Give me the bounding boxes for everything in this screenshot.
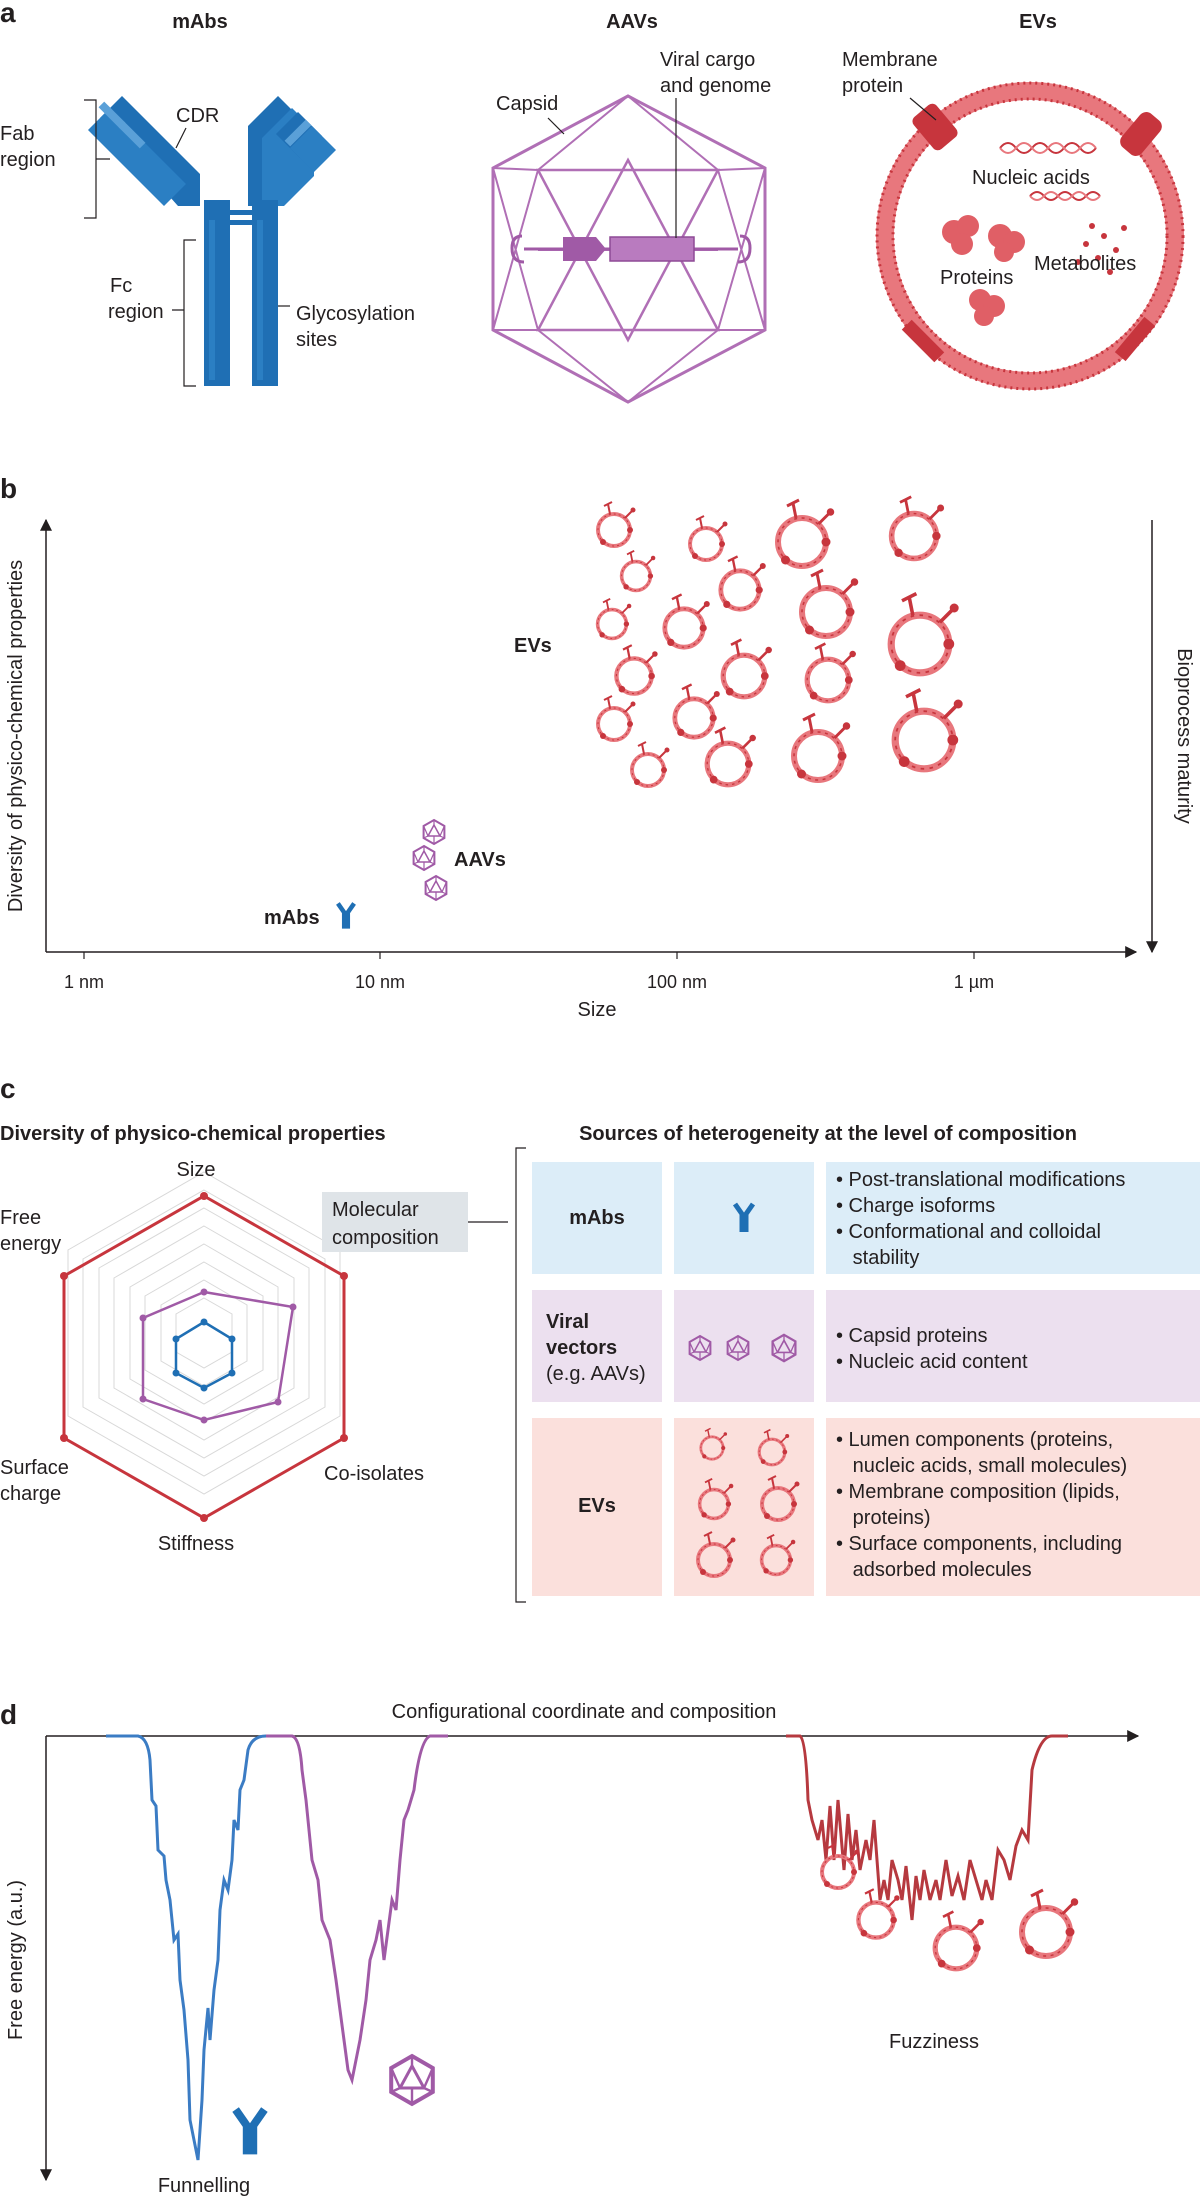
c-bracket: [515, 1147, 526, 1603]
b-tick-1um: 1 µm: [954, 972, 994, 992]
nucleic-acids-label: Nucleic acids: [972, 167, 1090, 189]
c-axis-surface-1: Surface: [0, 1457, 69, 1479]
panel-b: b 1 nm 10 nm 100 nm 1 µm Size Diversity …: [0, 473, 1195, 1021]
b-tick-1nm: 1 nm: [64, 972, 104, 992]
membrane-pointer: [909, 97, 937, 121]
b-tick-100nm: 100 nm: [647, 972, 707, 992]
d-ev-icon-4: [1022, 1890, 1078, 1956]
cdr-label: CDR: [176, 105, 219, 127]
c-row-viral-name-3: (e.g. AAVs): [546, 1363, 646, 1385]
c-row-evs-item-2: nucleic acids, small molecules): [836, 1455, 1127, 1477]
b-label-mabs: mAbs: [264, 907, 320, 929]
c-row-evs-item-5: • Surface components, including: [836, 1533, 1122, 1555]
panel-letter-c: c: [0, 1073, 16, 1104]
c-radar-chart: [60, 1171, 348, 1522]
c-row-evs-item-3: • Membrane composition (lipids,: [836, 1481, 1120, 1503]
c-row-viral-item-1: • Capsid proteins: [836, 1325, 988, 1347]
mabs-title: mAbs: [172, 11, 228, 33]
d-funnelling-label: Funnelling: [158, 2175, 250, 2197]
d-funnel-evs: [786, 1734, 1068, 1921]
glyco-label-2: sites: [296, 329, 337, 351]
d-x-label: Configurational coordinate and compositi…: [392, 1701, 777, 1723]
fc-label-1: Fc: [110, 275, 132, 297]
c-radar-title: Diversity of physico-chemical properties: [0, 1123, 386, 1145]
c-axis-free-2: energy: [0, 1233, 61, 1255]
panel-letter-a: a: [0, 0, 16, 28]
d-funnel-mabs: [106, 1734, 290, 2161]
viral-genome: [510, 234, 752, 264]
c-row-viral-name-1: Viral: [546, 1311, 589, 1333]
panel-a: a mAbs Fab region CDR: [0, 0, 1185, 404]
b-label-aavs: AAVs: [454, 849, 506, 871]
fc-label-2: region: [108, 301, 164, 323]
cargo-label-1: Viral cargo: [660, 49, 755, 71]
d-ev-icon-3: [935, 1912, 984, 1969]
c-row-mabs-name: mAbs: [569, 1207, 625, 1229]
b-right-label: Bioprocess maturity: [1173, 648, 1195, 824]
c-row-viral-item-2: • Nucleic acid content: [836, 1351, 1028, 1373]
c-molecular-1: Molecular: [332, 1199, 419, 1221]
panel-c: c Diversity of physico-chemical properti…: [0, 1073, 1200, 1603]
c-row-evs-item-6: adsorbed molecules: [836, 1559, 1032, 1581]
c-radar-aavs: [141, 1290, 295, 1422]
d-y-label: Free energy (a.u.): [5, 1880, 27, 2040]
c-axis-free-1: Free: [0, 1207, 41, 1229]
d-mab-icon: [236, 2110, 265, 2155]
panel-letter-b: b: [0, 473, 17, 504]
membrane-label-1: Membrane: [842, 49, 938, 71]
b-y-label: Diversity of physico-chemical properties: [5, 560, 27, 912]
c-axis-size: Size: [177, 1159, 216, 1181]
b-aav-cluster: [412, 819, 448, 901]
c-axis-stiffness: Stiffness: [158, 1533, 234, 1555]
antibody-illustration: [88, 96, 336, 386]
c-row-viral: Viral vectors (e.g. AAVs) • Capsid prote…: [532, 1290, 1200, 1402]
c-axis-surface-2: charge: [0, 1483, 61, 1505]
d-fuzziness-label: Fuzziness: [889, 2031, 979, 2053]
cdr-pointer: [175, 127, 187, 149]
b-mab-icon: [338, 903, 354, 928]
b-x-ticks: 1 nm 10 nm 100 nm 1 µm: [64, 952, 994, 992]
proteins-label: Proteins: [940, 267, 1013, 289]
aavs-title: AAVs: [606, 11, 658, 33]
c-molecular-2: composition: [332, 1227, 439, 1249]
membrane-label-2: protein: [842, 75, 903, 97]
fab-label-1: Fab: [0, 123, 34, 145]
fc-bracket: [172, 239, 196, 387]
b-tick-10nm: 10 nm: [355, 972, 405, 992]
c-row-mabs-item-3: • Conformational and colloidal: [836, 1221, 1101, 1243]
fab-bracket: [84, 99, 110, 219]
c-row-evs-name: EVs: [578, 1495, 616, 1517]
d-funnel-aavs: [266, 1734, 448, 2086]
b-label-evs: EVs: [514, 635, 552, 657]
d-aav-icon: [389, 2054, 435, 2106]
panel-letter-d: d: [0, 1699, 17, 1730]
evs-title: EVs: [1019, 11, 1057, 33]
fab-label-2: region: [0, 149, 56, 171]
c-table-title: Sources of heterogeneity at the level of…: [579, 1123, 1077, 1145]
glyco-label-1: Glycosylation: [296, 303, 415, 325]
c-row-mabs-item-1: • Post-translational modifications: [836, 1169, 1125, 1191]
c-row-mabs-item-2: • Charge isoforms: [836, 1195, 995, 1217]
capsid-label: Capsid: [496, 93, 558, 115]
c-row-mabs: mAbs • Post-translational modifications …: [532, 1162, 1200, 1274]
capsid-pointer: [547, 117, 565, 135]
metabolites-label: Metabolites: [1034, 253, 1136, 275]
c-row-mabs-item-4: stability: [836, 1247, 919, 1269]
c-radar-mabs: [174, 1320, 234, 1390]
cargo-label-2: and genome: [660, 75, 771, 97]
c-molecular-box: [322, 1192, 468, 1252]
c-row-evs: EVs • Lumen components (proteins, nuclei…: [532, 1418, 1200, 1596]
c-row-viral-name-2: vectors: [546, 1337, 617, 1359]
c-row-evs-item-1: • Lumen components (proteins,: [836, 1429, 1113, 1451]
b-ev-cloud: [595, 497, 963, 788]
panel-d: d Configurational coordinate and composi…: [0, 1699, 1140, 2197]
ev-vesicle-illustration: [875, 81, 1185, 391]
c-axis-coisolates: Co-isolates: [324, 1463, 424, 1485]
b-x-label: Size: [578, 999, 617, 1021]
c-row-evs-item-4: proteins): [836, 1507, 930, 1529]
